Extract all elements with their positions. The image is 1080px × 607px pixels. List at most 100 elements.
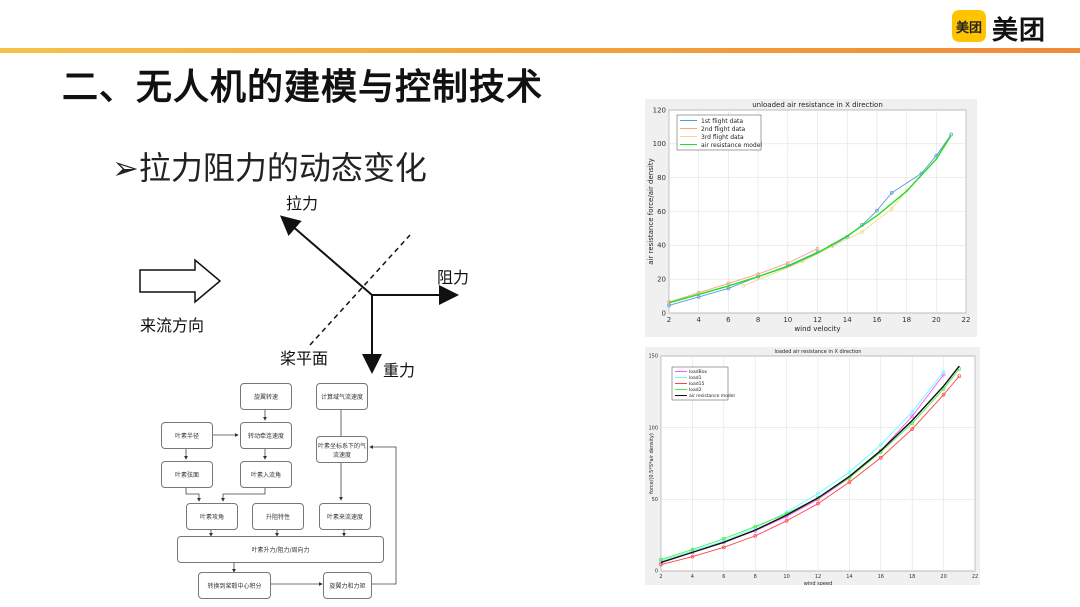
data-point [957,374,962,378]
x-tick-label: 12 [815,574,821,580]
data-point [784,518,789,523]
flow-node: 叶素攻角 [186,503,238,530]
x-axis-label: wind speed [804,581,833,585]
data-point [667,303,671,308]
logo-badge: 美团 [952,10,986,42]
y-tick-label: 100 [653,140,666,148]
data-point [753,524,758,529]
x-tick-label: 10 [783,316,792,324]
flow-label: 来流方向 [140,316,205,335]
x-tick-label: 16 [872,316,881,324]
x-tick-label: 6 [722,574,725,580]
y-tick-label: 150 [648,354,658,360]
x-tick-label: 2 [667,316,671,324]
drag-label: 阻力 [437,268,470,287]
x-tick-label: 4 [691,574,694,580]
data-point [659,562,663,567]
plane-label: 桨平面 [280,349,329,368]
flow-node: 叶素升力/阻力/周向力 [177,536,384,563]
data-point [910,410,915,414]
y-tick-label: 60 [657,208,666,216]
data-point [847,480,852,484]
legend-label: 3rd flight data [701,134,744,141]
slide-subtitle: ➢拉力阻力的动态变化 [112,149,427,187]
data-point [889,207,894,211]
chart-title: unloaded air resistance in X direction [752,101,883,109]
series-line-2 [660,375,960,565]
data-point [721,545,726,550]
data-point [816,491,820,496]
legend-label: air resistance model [689,393,735,399]
chart-title: loaded air resistance in X direction [775,349,862,355]
x-tick-label: 22 [972,574,978,580]
y-axis-label: air resistance force/air density [647,158,655,264]
data-point [910,414,915,419]
data-point [910,427,915,431]
series-line-2 [743,190,907,287]
force-diagram [139,215,459,374]
data-point [910,421,915,426]
y-tick-label: 100 [648,425,658,431]
x-tick-label: 18 [902,316,911,324]
data-point [878,455,883,460]
y-tick-label: 120 [653,106,666,114]
legend-label: load15 [689,381,704,387]
y-tick-label: 50 [652,497,658,503]
series-line-4 [660,365,960,564]
y-tick-label: 40 [657,242,666,250]
x-tick-label: 20 [940,574,946,580]
flow-node: 转动牵连速度 [240,422,292,449]
data-point [756,272,760,276]
x-tick-label: 22 [962,316,971,324]
logo-text: 美团 [992,16,1047,46]
series-line-3 [668,135,952,304]
data-point [847,470,852,474]
data-point [696,295,701,299]
flow-node: 叶素来流速度 [319,503,371,530]
propeller-plane-line [309,234,411,346]
flow-node: 叶素坐标系下的气流速度 [316,436,368,463]
x-tick-label: 18 [909,574,915,580]
data-point [878,443,883,447]
series-line-0 [668,134,952,306]
data-point [941,387,946,391]
lift-label: 拉力 [286,194,319,213]
legend-label: 1st flight data [701,118,743,125]
data-point [753,534,758,538]
x-tick-label: 14 [846,574,852,580]
data-point [690,554,695,559]
data-point [860,229,864,234]
legend-label: 2nd flight data [701,126,745,133]
gravity-label: 重力 [383,361,416,380]
flow-direction-arrow [139,258,222,304]
series-line-1 [668,248,818,303]
data-point [941,392,946,397]
flow-node: 叶素半径 [161,422,213,449]
data-point [659,557,663,562]
flow-node: 旋翼转速 [240,383,292,410]
data-point [889,191,894,195]
y-axis-label: force/(0.5*S*air density) [649,433,655,494]
x-tick-label: 6 [726,316,731,324]
flow-node: 旋翼力和力矩 [323,572,372,599]
flow-node: 叶素入流角 [240,461,292,488]
data-point [690,547,695,552]
y-tick-label: 0 [662,309,666,317]
data-point [721,536,726,541]
x-axis-label: wind velocity [794,325,840,333]
x-tick-label: 2 [659,574,662,580]
x-tick-label: 20 [932,316,941,324]
y-tick-label: 80 [657,174,666,182]
data-point [741,284,746,288]
data-point [726,281,731,286]
flow-node: 计算域气流速度 [316,383,368,410]
x-tick-label: 4 [696,316,701,324]
slide-title: 二、无人机的建模与控制技术 [62,67,544,108]
y-tick-label: 0 [655,569,658,575]
y-tick-label: 20 [657,276,666,284]
x-tick-label: 10 [783,574,789,580]
x-tick-label: 8 [754,574,757,580]
legend-label: loadBox [689,369,707,375]
